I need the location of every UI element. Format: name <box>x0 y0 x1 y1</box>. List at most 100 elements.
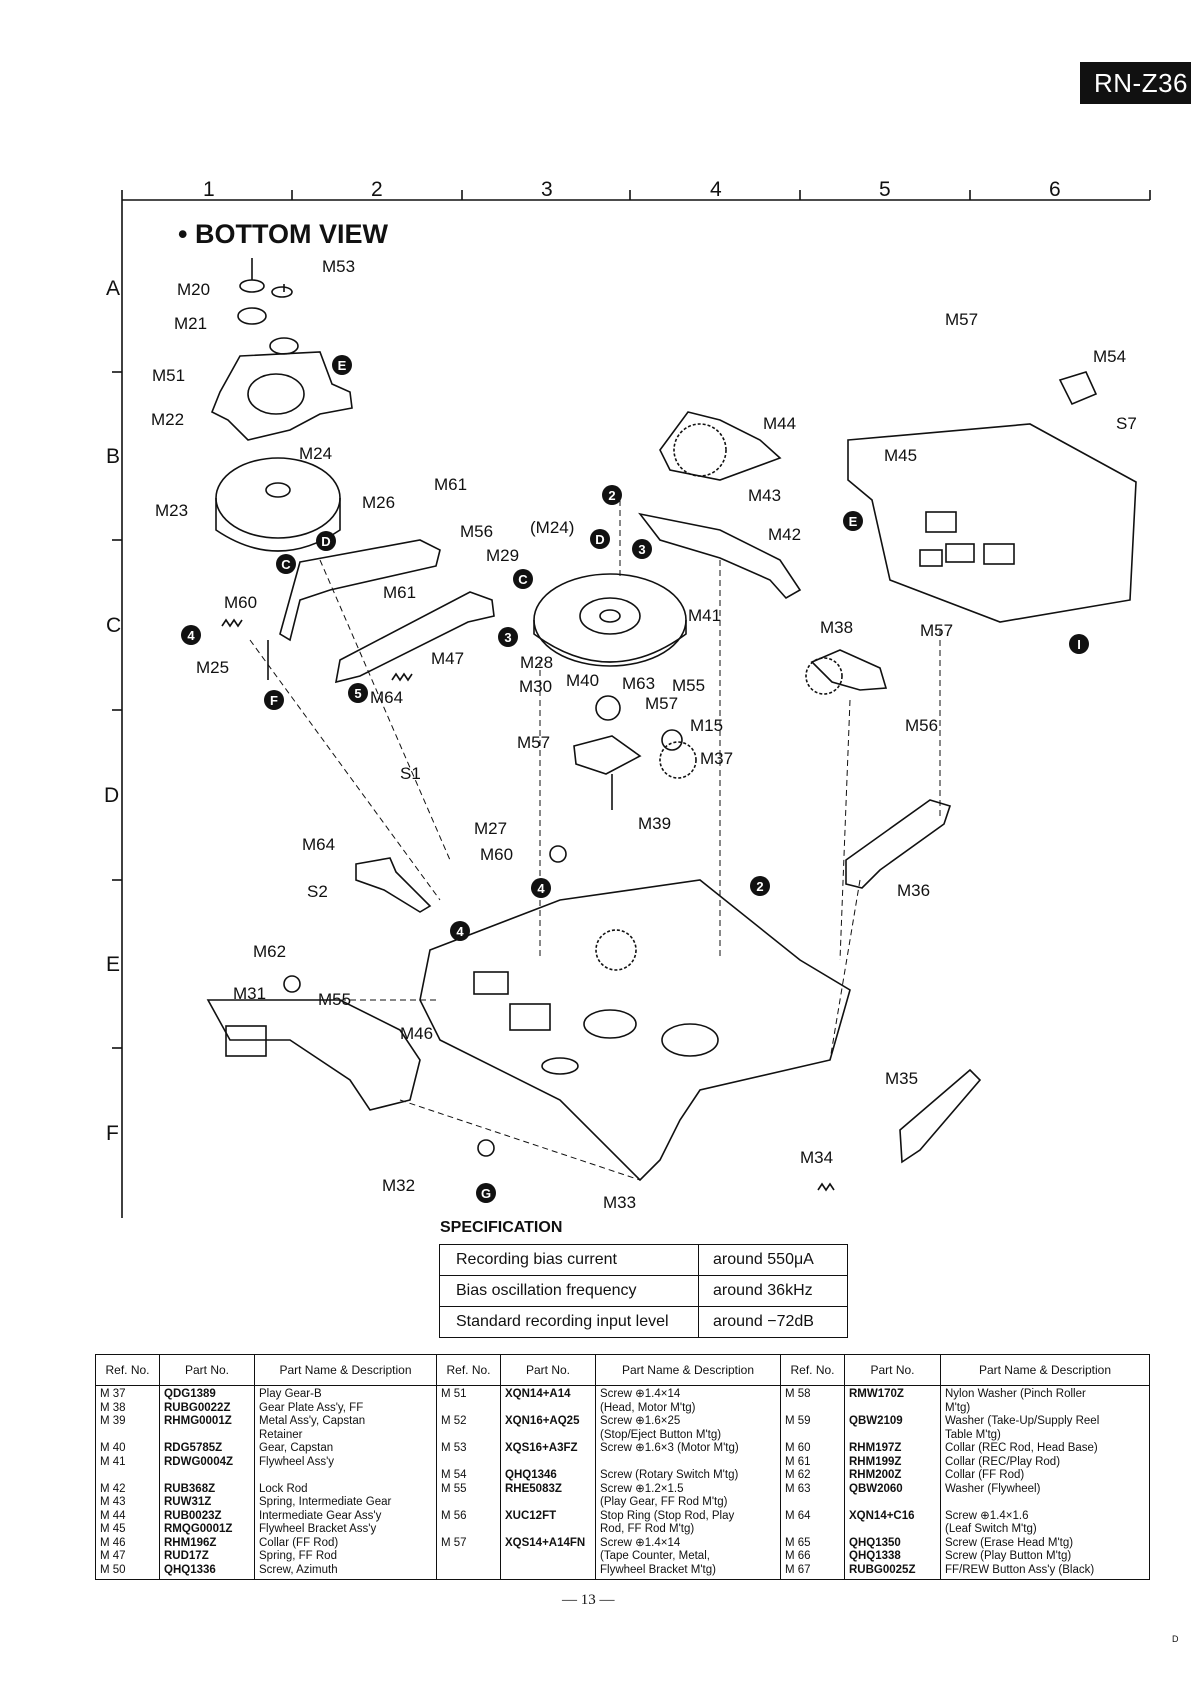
ref-no <box>441 1523 497 1537</box>
part-description: Lock Rod <box>259 1482 308 1495</box>
part-label: S7 <box>1116 414 1137 433</box>
spec-value: around 36kHz <box>698 1275 848 1307</box>
ff-rod <box>206 999 421 1111</box>
motor-bracket <box>210 351 353 441</box>
part-no: XQS16+A3FZ <box>505 1442 578 1454</box>
part-label: M56 <box>905 716 938 735</box>
part-no <box>849 1402 937 1416</box>
row-label: D <box>104 784 119 807</box>
switch-s7 <box>1058 371 1098 406</box>
part-label: M44 <box>763 414 796 433</box>
grid-ticks-top <box>121 190 1151 200</box>
col-header-part-no: Part No. <box>159 1354 255 1386</box>
callout: D <box>590 529 610 549</box>
part-description: Screw (Play Button M'tg) <box>945 1550 1072 1562</box>
col-header-desc: Part Name & Description <box>254 1354 437 1386</box>
part-label: M51 <box>152 366 185 385</box>
part-no <box>505 1496 592 1510</box>
specification-table: Recording bias current around 550μA Bias… <box>439 1244 848 1338</box>
part-no: QHQ1350 <box>849 1536 901 1549</box>
svg-text:C: C <box>281 557 291 572</box>
capstan-metal <box>573 735 642 775</box>
part-no: XQN14+C16 <box>849 1509 915 1522</box>
part-label: M37 <box>700 749 733 768</box>
part-no: QDG1389 <box>164 1388 216 1400</box>
svg-text:D: D <box>321 534 330 549</box>
row-label: B <box>106 445 120 468</box>
part-no: QBW2109 <box>849 1415 903 1427</box>
part-no: XUC12FT <box>505 1509 557 1522</box>
part-description: Screw ⊕1.2×1.5 <box>600 1482 684 1495</box>
callout: 4 <box>450 921 470 941</box>
model-tag: RN-Z36 <box>1080 62 1191 104</box>
ref-no: M 56 <box>441 1509 467 1522</box>
part-label: S2 <box>307 882 328 901</box>
part-description: (Play Gear, FF Rod M'tg) <box>600 1496 728 1508</box>
part-no <box>164 1429 251 1443</box>
part-no: QHQ1336 <box>164 1563 216 1576</box>
part-description <box>600 1456 777 1470</box>
ref-no: M 55 <box>441 1482 467 1495</box>
ref-no <box>441 1496 497 1510</box>
grid-ticks-left <box>112 371 122 1049</box>
part-description <box>259 1469 433 1483</box>
part-description: Spring, FF Rod <box>259 1550 337 1562</box>
spring-m34 <box>817 1182 835 1192</box>
svg-text:C: C <box>518 572 528 587</box>
ref-no: M 38 <box>100 1401 126 1414</box>
part-label: M63 <box>622 674 655 693</box>
switch-s2 <box>355 857 432 913</box>
part-description: Screw ⊕1.6×3 (Motor M'tg) <box>600 1442 739 1454</box>
part-label: M57 <box>920 621 953 640</box>
part-no: RMQG0001Z <box>164 1523 233 1535</box>
spec-item: Bias oscillation frequency <box>439 1275 699 1307</box>
callout: I <box>1069 634 1089 654</box>
svg-text:2: 2 <box>756 879 763 894</box>
part-label: M56 <box>460 522 493 541</box>
ref-no: M 65 <box>785 1536 811 1549</box>
ref-no: M 63 <box>785 1482 811 1495</box>
callout: F <box>264 690 284 710</box>
svg-text:3: 3 <box>638 542 645 557</box>
part-description: Screw, Azimuth <box>259 1563 338 1576</box>
part-description: (Leaf Switch M'tg) <box>945 1523 1037 1535</box>
main-chassis <box>419 879 851 1182</box>
part-label: M38 <box>820 618 853 637</box>
part-label: M57 <box>945 310 978 329</box>
ref-no: M 66 <box>785 1550 811 1562</box>
ref-no <box>441 1456 497 1470</box>
part-label: M26 <box>362 493 395 512</box>
spring-m32 <box>477 1139 495 1157</box>
row-label: F <box>106 1122 119 1145</box>
svg-text:F: F <box>270 693 278 708</box>
ref-no <box>441 1564 497 1578</box>
part-labels: M53 M20 M21 M51 M22 M24 M23 M26 M61 M56 … <box>151 257 1137 1212</box>
spring-m27 <box>549 845 567 863</box>
ref-no: M 57 <box>441 1536 467 1549</box>
ref-no: M 54 <box>441 1469 467 1481</box>
play-rod <box>845 799 952 889</box>
part-label: M27 <box>474 819 507 838</box>
part-no <box>505 1456 592 1470</box>
svg-text:3: 3 <box>504 630 511 645</box>
part-label: M47 <box>431 649 464 668</box>
spring-m47 <box>391 672 413 682</box>
part-description: (Tape Counter, Metal, <box>600 1550 710 1562</box>
callout: 5 <box>348 683 368 703</box>
part-label: M35 <box>885 1069 918 1088</box>
part-label: M31 <box>233 984 266 1003</box>
corner-mark: D <box>1172 1634 1179 1644</box>
part-label: M55 <box>318 990 351 1009</box>
part-label: M30 <box>519 677 552 696</box>
part-label: M42 <box>768 525 801 544</box>
part-description: (Stop/Eject Button M'tg) <box>600 1428 722 1441</box>
svg-text:I: I <box>1077 637 1081 652</box>
ref-no: M 42 <box>100 1482 126 1495</box>
part-label: M25 <box>196 658 229 677</box>
part-description: Retainer <box>259 1428 303 1441</box>
part-description: Washer (Take-Up/Supply Reel <box>945 1415 1100 1427</box>
part-label: M24 <box>299 444 332 463</box>
ref-no: M 67 <box>785 1563 811 1576</box>
